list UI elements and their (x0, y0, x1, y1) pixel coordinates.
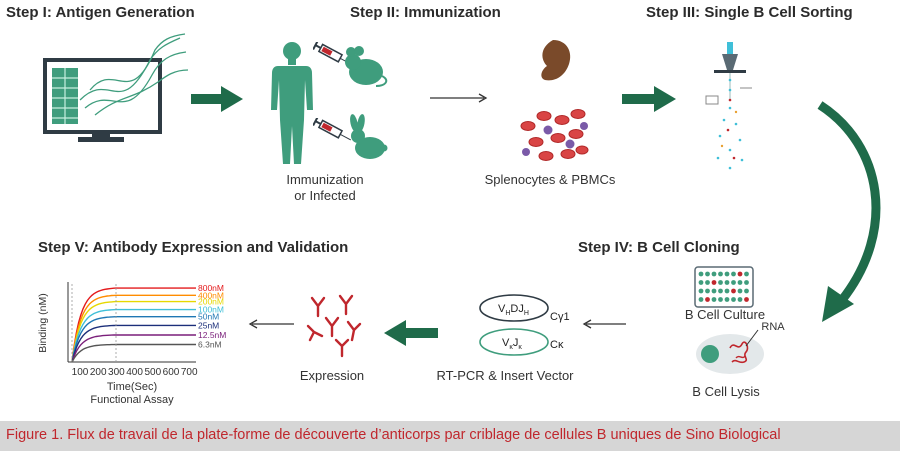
rabbit-icon (350, 114, 388, 159)
x-tick-label: 500 (144, 367, 161, 378)
thin-arrow-icon (430, 93, 488, 103)
mouse-icon (345, 46, 388, 87)
well (724, 297, 730, 302)
expression-label: Expression (299, 368, 365, 383)
monitor-icon (43, 33, 189, 142)
well (718, 271, 723, 277)
well (744, 288, 749, 294)
series-line-400nM (71, 294, 196, 363)
arrow-left-icon (384, 320, 438, 346)
legend-label: 25nM (198, 320, 219, 330)
step-1-title: Step I: Antigen Generation (6, 4, 195, 21)
curved-arrow-icon (817, 101, 881, 322)
splenocytes-label: Splenocytes & PBMCs (484, 172, 616, 187)
well (711, 271, 717, 277)
well (731, 271, 736, 277)
series-line-25nM (71, 324, 196, 363)
syringe-icon (313, 42, 352, 65)
legend-label: 200nM (198, 297, 224, 307)
well (744, 280, 749, 285)
well (744, 297, 749, 302)
well (698, 280, 704, 285)
x-tick-label: 600 (163, 367, 180, 378)
cells-icon (520, 109, 589, 161)
x-tick-label: 100 (72, 367, 89, 378)
series-line-6.3nM (71, 343, 196, 363)
well (711, 288, 717, 294)
svg-text:VκJκ: VκJκ (502, 337, 522, 351)
x-tick-label: 400 (126, 367, 143, 378)
well (744, 271, 749, 277)
infected-label: or Infected (294, 188, 356, 203)
well (718, 288, 723, 294)
constant-kappa-label: Cκ (550, 339, 564, 351)
step-2-title: Step II: Immunization (350, 4, 501, 21)
legend-label: 100nM (198, 305, 224, 315)
series-line-200nM (71, 300, 196, 363)
well (731, 297, 736, 302)
culture-label: B Cell Culture (684, 307, 766, 322)
well (737, 288, 743, 294)
well (731, 288, 736, 294)
thin-arrow-icon (248, 319, 294, 329)
x-tick-label: 200 (90, 367, 107, 378)
well (711, 280, 717, 285)
cell-sorter-icon (705, 42, 752, 170)
arrow-right-icon (191, 86, 243, 112)
chart-y-label: Binding (nM) (37, 293, 49, 353)
legend-label: 800nM (198, 283, 224, 293)
well (711, 297, 717, 302)
well (737, 280, 743, 285)
legend-label: 12.5nM (198, 330, 226, 340)
series-line-50nM (71, 316, 196, 363)
well (731, 280, 736, 285)
legend-label: 6.3nM (198, 340, 222, 350)
legend-label: 50nM (198, 312, 219, 322)
rtpcr-label: RT-PCR & Insert Vector (436, 368, 574, 383)
immunization-label: Immunization (286, 172, 364, 187)
x-tick-label: 300 (108, 367, 125, 378)
antibodies-icon (306, 294, 362, 358)
well (718, 280, 723, 285)
chart-x-label: Time(Sec) (107, 381, 157, 393)
legend-label: 400nM (198, 290, 224, 300)
well (724, 288, 730, 294)
well (705, 297, 710, 302)
caption-bar: Figure 1. Flux de travail de la plate-fo… (0, 421, 900, 451)
thin-arrow-icon (582, 319, 626, 329)
cell-lysis-icon (696, 329, 764, 374)
constant-gamma-label: Cγ1 (550, 311, 570, 323)
step-4-title: Step IV: B Cell Cloning (578, 239, 740, 256)
well (737, 297, 743, 302)
syringe-icon (313, 118, 352, 141)
lysis-label: B Cell Lysis (692, 384, 760, 399)
rna-label: RNA (761, 321, 785, 333)
series-line-12.5nM (71, 334, 196, 363)
vector-plasmids-icon: VHDJH Cγ1 VκJκ Cκ (479, 294, 570, 356)
well (698, 297, 704, 302)
human-figure-icon (271, 42, 313, 164)
well (705, 288, 710, 294)
well (698, 271, 704, 277)
well (705, 280, 710, 285)
step-3-title: Step III: Single B Cell Sorting (646, 4, 853, 21)
series-line-100nM (71, 308, 196, 363)
x-tick-label: 700 (181, 367, 198, 378)
culture-plate-icon (694, 266, 754, 308)
well (698, 288, 704, 294)
series-line-800nM (71, 287, 196, 363)
well (705, 271, 710, 277)
well (724, 271, 730, 277)
chart-title: Functional Assay (90, 394, 174, 406)
spleen-icon (541, 40, 571, 81)
well (724, 280, 730, 285)
arrow-right-icon (622, 86, 676, 112)
well (737, 271, 743, 277)
well (718, 297, 723, 302)
figure-caption: Figure 1. Flux de travail de la plate-fo… (6, 427, 781, 443)
step-5-title: Step V: Antibody Expression and Validati… (38, 239, 349, 256)
